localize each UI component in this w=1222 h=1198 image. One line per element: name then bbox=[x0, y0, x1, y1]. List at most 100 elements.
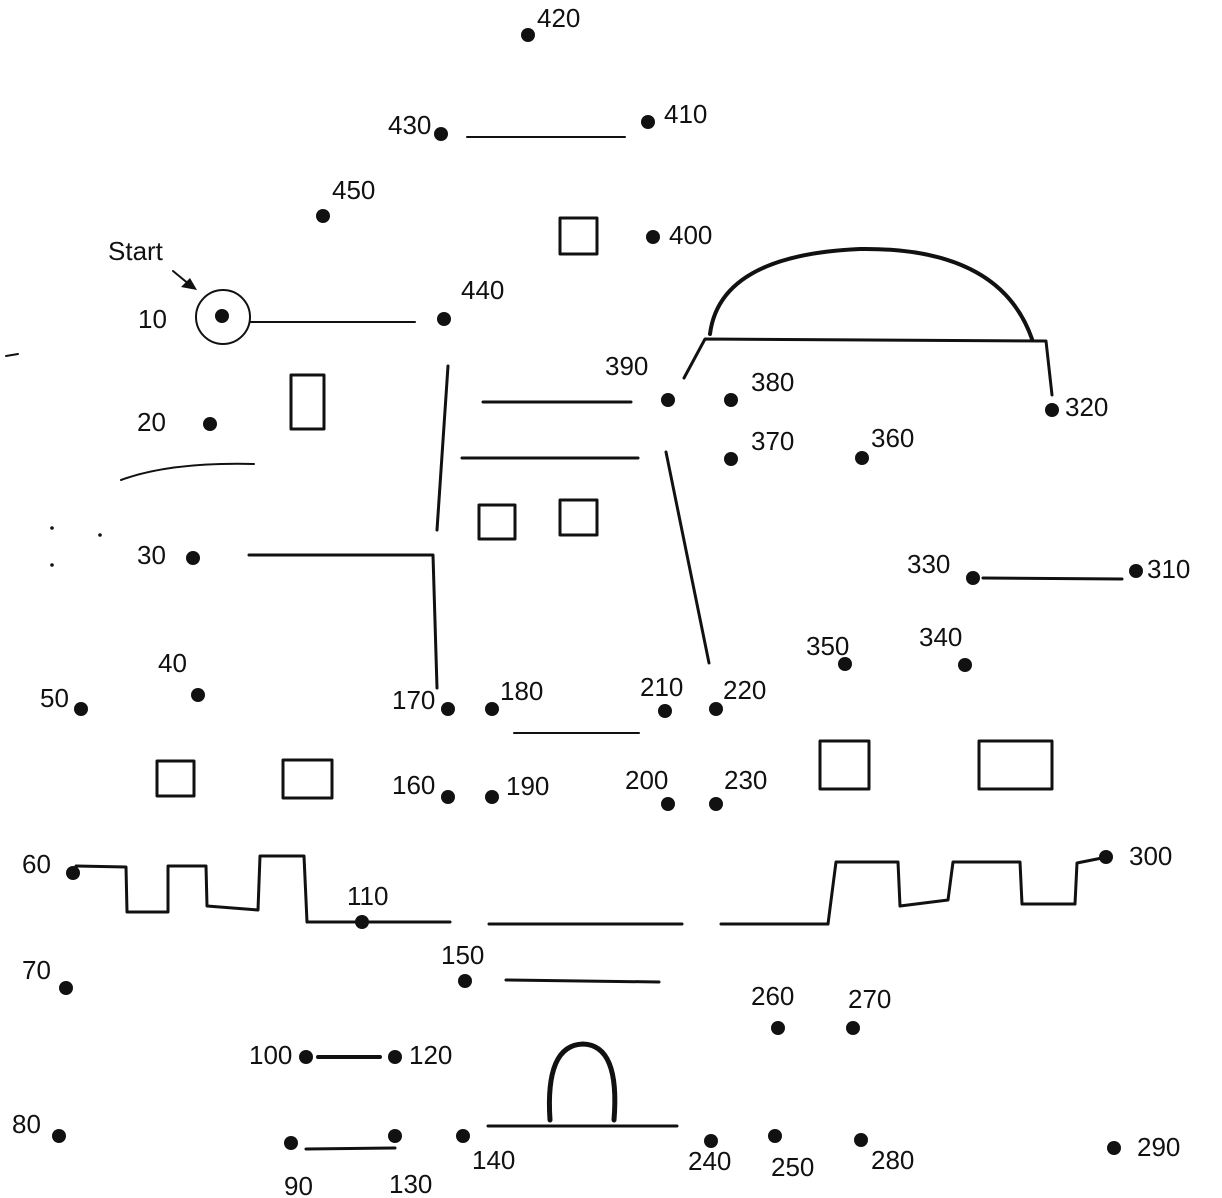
dot-label-410: 410 bbox=[664, 99, 707, 129]
dot-130[interactable] bbox=[388, 1129, 402, 1143]
edge-tick-line bbox=[5, 353, 19, 357]
dot-90[interactable] bbox=[284, 1136, 298, 1150]
start-label: Start bbox=[108, 236, 164, 266]
dot-240[interactable] bbox=[704, 1134, 718, 1148]
left-battlement bbox=[74, 854, 452, 924]
dot-label-200: 200 bbox=[625, 765, 668, 795]
dot-400[interactable] bbox=[646, 230, 660, 244]
dot-label-160: 160 bbox=[392, 770, 435, 800]
dot-120[interactable] bbox=[388, 1050, 402, 1064]
left-window-wide bbox=[281, 758, 334, 800]
dot-label-230: 230 bbox=[724, 765, 767, 795]
dot-220[interactable] bbox=[709, 702, 723, 716]
dot-260[interactable] bbox=[771, 1021, 785, 1035]
dot-300[interactable] bbox=[1099, 850, 1113, 864]
dot-320[interactable] bbox=[1045, 403, 1059, 417]
dot-370[interactable] bbox=[724, 452, 738, 466]
dot-label-250: 250 bbox=[771, 1152, 814, 1182]
dot-70[interactable] bbox=[59, 981, 73, 995]
dot-label-310: 310 bbox=[1147, 554, 1190, 584]
dot-label-320: 320 bbox=[1065, 392, 1108, 422]
dot-160[interactable] bbox=[441, 790, 455, 804]
top-window bbox=[558, 216, 599, 256]
dot-label-60: 60 bbox=[22, 849, 51, 879]
lower-center-line bbox=[504, 978, 661, 984]
dot-250[interactable] bbox=[768, 1129, 782, 1143]
gate-arch bbox=[546, 1041, 618, 1123]
start-marker: Start bbox=[108, 236, 251, 345]
dot-40[interactable] bbox=[191, 688, 205, 702]
dot-380[interactable] bbox=[724, 393, 738, 407]
dot-label-340: 340 bbox=[919, 622, 962, 652]
dot-430[interactable] bbox=[434, 127, 448, 141]
dot-label-430: 430 bbox=[388, 110, 431, 140]
dot-label-180: 180 bbox=[500, 676, 543, 706]
right-wing-roof-line bbox=[981, 576, 1124, 581]
right-battlement bbox=[719, 856, 1104, 926]
dot-200[interactable] bbox=[661, 797, 675, 811]
dot-20[interactable] bbox=[203, 417, 217, 431]
dot-label-280: 280 bbox=[871, 1145, 914, 1175]
dot-label-70: 70 bbox=[22, 955, 51, 985]
dot-230[interactable] bbox=[709, 797, 723, 811]
dot-80[interactable] bbox=[52, 1129, 66, 1143]
dot-390[interactable] bbox=[661, 393, 675, 407]
dot-label-370: 370 bbox=[751, 426, 794, 456]
dot-label-220: 220 bbox=[723, 675, 766, 705]
dot-100[interactable] bbox=[299, 1050, 313, 1064]
dot-label-150: 150 bbox=[441, 940, 484, 970]
dot-label-20: 20 bbox=[137, 407, 166, 437]
tall-window bbox=[289, 373, 326, 431]
dot-label-270: 270 bbox=[848, 984, 891, 1014]
dot-270[interactable] bbox=[846, 1021, 860, 1035]
tower-window-left bbox=[477, 503, 517, 541]
dot-30[interactable] bbox=[186, 551, 200, 565]
dot-label-260: 260 bbox=[751, 981, 794, 1011]
dot-label-360: 360 bbox=[871, 423, 914, 453]
dot-150[interactable] bbox=[458, 974, 472, 988]
dot-170[interactable] bbox=[441, 702, 455, 716]
dot-label-100: 100 bbox=[249, 1040, 292, 1070]
speck bbox=[50, 526, 54, 530]
speck bbox=[98, 533, 102, 537]
dot-350[interactable] bbox=[838, 657, 852, 671]
dot-180[interactable] bbox=[485, 702, 499, 716]
roof-corner-line bbox=[247, 553, 439, 690]
dot-310[interactable] bbox=[1129, 564, 1143, 578]
dot-420[interactable] bbox=[521, 28, 535, 42]
dot-label-80: 80 bbox=[12, 1109, 41, 1139]
dot-290[interactable] bbox=[1107, 1141, 1121, 1155]
dot-label-420: 420 bbox=[537, 3, 580, 33]
right-window-wide bbox=[977, 739, 1054, 791]
dot-label-350: 350 bbox=[806, 631, 849, 661]
dot-190[interactable] bbox=[485, 790, 499, 804]
dot-label-110: 110 bbox=[347, 881, 388, 911]
pre-drawn-line-art bbox=[5, 136, 1124, 1151]
dot-50[interactable] bbox=[74, 702, 88, 716]
speck bbox=[50, 563, 54, 567]
dot-label-40: 40 bbox=[158, 648, 187, 678]
dot-330[interactable] bbox=[966, 571, 980, 585]
dot-210[interactable] bbox=[658, 704, 672, 718]
dot-label-400: 400 bbox=[669, 220, 712, 250]
dot-410[interactable] bbox=[641, 115, 655, 129]
dot-label-90: 90 bbox=[284, 1171, 313, 1198]
line-90-130 bbox=[304, 1146, 397, 1151]
dot-label-30: 30 bbox=[137, 540, 166, 570]
dot-60[interactable] bbox=[66, 866, 80, 880]
dot-360[interactable] bbox=[855, 451, 869, 465]
dot-label-300: 300 bbox=[1129, 841, 1172, 871]
dot-280[interactable] bbox=[854, 1133, 868, 1147]
dot-440[interactable] bbox=[437, 312, 451, 326]
dot-140[interactable] bbox=[456, 1129, 470, 1143]
dot-450[interactable] bbox=[316, 209, 330, 223]
dot-label-130: 130 bbox=[389, 1169, 432, 1198]
dot-340[interactable] bbox=[958, 658, 972, 672]
dot-label-210: 210 bbox=[640, 672, 683, 702]
start-ring-icon bbox=[195, 289, 251, 345]
dot-label-440: 440 bbox=[461, 275, 504, 305]
dot-10[interactable] bbox=[215, 309, 229, 323]
dot-110[interactable] bbox=[355, 915, 369, 929]
